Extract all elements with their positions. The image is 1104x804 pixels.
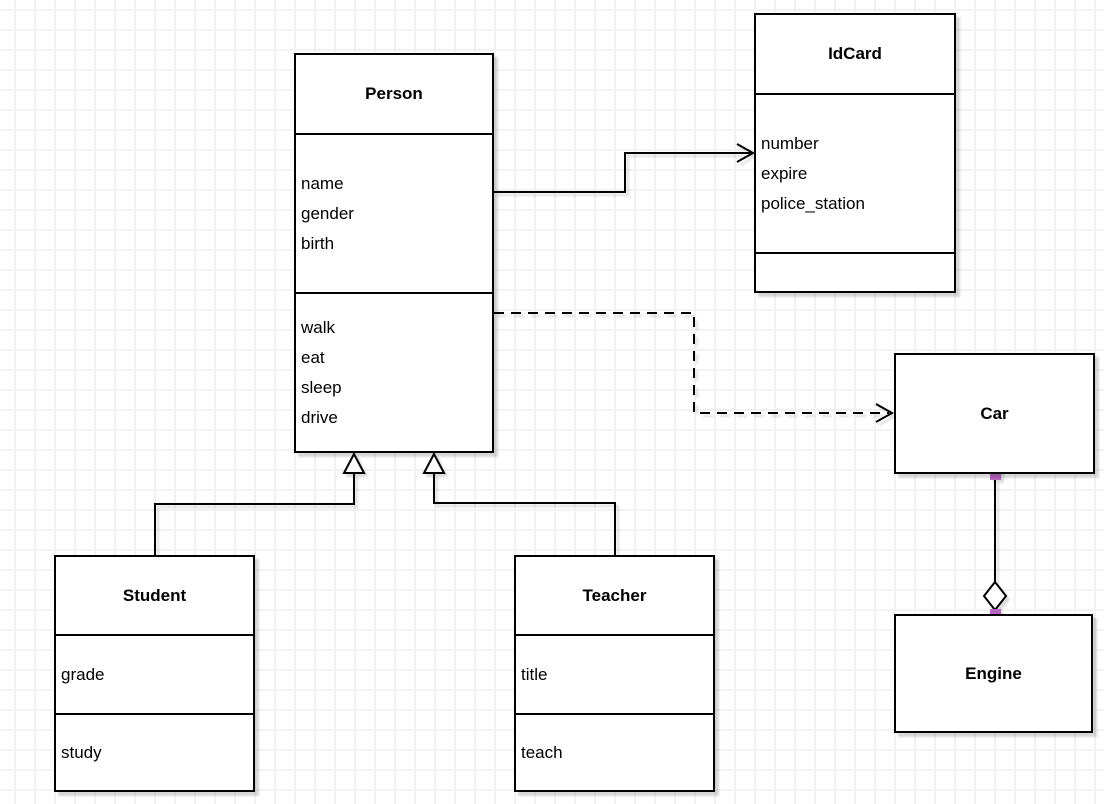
class-attributes: number expire police_station: [756, 93, 954, 252]
class-title: IdCard: [828, 44, 882, 63]
edge-person-car-path[interactable]: [494, 312, 889, 414]
class-box-student[interactable]: Student grade study: [54, 555, 255, 792]
class-methods: teach: [516, 713, 713, 790]
class-attributes: title: [516, 634, 713, 713]
class-box-engine[interactable]: Engine: [894, 614, 1093, 733]
edge-teacher-person[interactable]: [422, 451, 616, 555]
open-arrow-marker: [736, 143, 756, 163]
class-methods: walk eat sleep drive: [296, 292, 492, 451]
generalization-triangle-marker: [422, 451, 446, 474]
class-box-person[interactable]: Person name gender birth walk eat sleep …: [294, 53, 494, 453]
edge-car-engine[interactable]: [982, 469, 1008, 620]
class-title: Person: [365, 84, 423, 103]
edge-person-idcard[interactable]: [494, 143, 756, 193]
class-title: Car: [980, 403, 1009, 423]
class-attributes: grade: [56, 634, 253, 713]
aggregation-diamond-marker: [982, 580, 1008, 612]
edge-person-idcard-path[interactable]: [494, 152, 751, 193]
class-box-idcard[interactable]: IdCard number expire police_station: [754, 13, 956, 293]
class-box-car[interactable]: Car: [894, 353, 1095, 474]
class-attributes: name gender birth: [296, 133, 492, 292]
open-arrow-marker: [875, 403, 895, 423]
edge-person-car[interactable]: [494, 312, 895, 423]
generalization-triangle-marker: [342, 451, 366, 474]
class-methods: [756, 252, 954, 291]
edge-student-person-path[interactable]: [154, 473, 355, 555]
class-methods: study: [56, 713, 253, 790]
edge-student-person[interactable]: [154, 451, 366, 555]
class-title: Student: [122, 585, 187, 605]
class-box-teacher[interactable]: Teacher title teach: [514, 555, 715, 792]
class-title: Teacher: [582, 585, 647, 605]
edge-teacher-person-path[interactable]: [433, 473, 616, 555]
class-title: Engine: [965, 663, 1022, 683]
connection-point[interactable]: [990, 469, 1001, 480]
